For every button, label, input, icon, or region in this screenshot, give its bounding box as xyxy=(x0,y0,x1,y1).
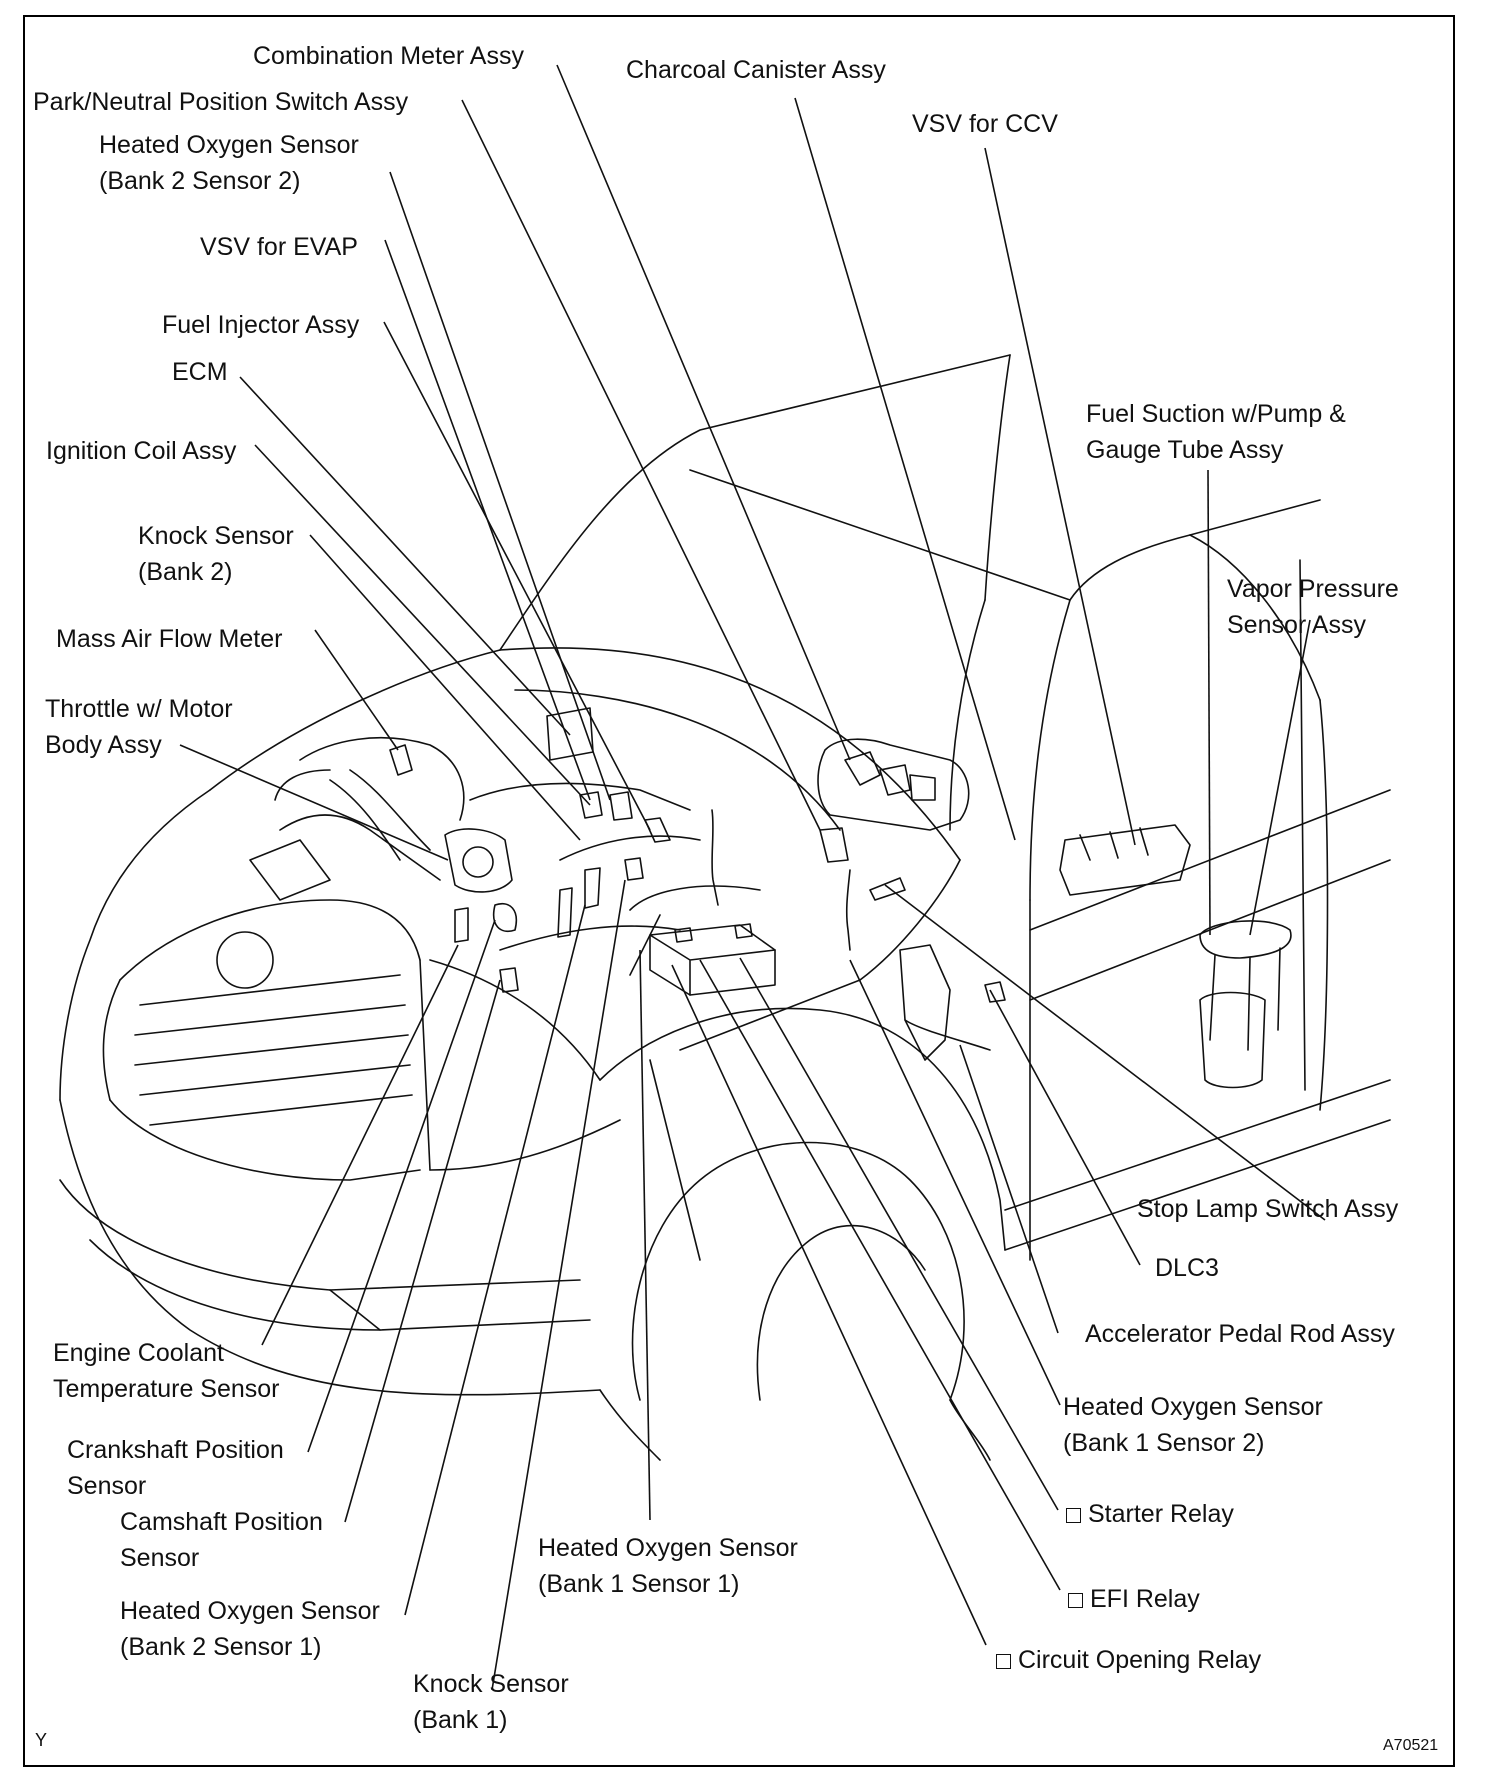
label-text: EFI Relay xyxy=(1090,1585,1200,1613)
figure-code: A70521 xyxy=(1383,1737,1439,1754)
label-text: Circuit Opening Relay xyxy=(1018,1646,1262,1674)
label-line: Crankshaft Position xyxy=(67,1436,284,1464)
label-stop-lamp-switch: Stop Lamp Switch Assy xyxy=(1137,1195,1399,1223)
label-line: Heated Oxygen Sensor xyxy=(1063,1393,1323,1421)
label-line: Vapor Pressure xyxy=(1227,575,1399,603)
relay-box-icon xyxy=(1068,1593,1083,1608)
label-efi-relay: EFI Relay xyxy=(1068,1581,1200,1617)
relay-box-icon xyxy=(996,1654,1011,1669)
label-line: (Bank 2) xyxy=(138,558,233,586)
label-line: Fuel Suction w/Pump & xyxy=(1086,400,1346,428)
label-combination-meter: Combination Meter Assy xyxy=(253,42,524,70)
label-line: Heated Oxygen Sensor xyxy=(99,131,359,159)
corner-mark: Y xyxy=(35,1730,48,1750)
label-line: Engine Coolant xyxy=(53,1339,224,1367)
label-line: Heated Oxygen Sensor xyxy=(538,1534,798,1562)
label-line: Throttle w/ Motor xyxy=(45,695,233,723)
label-vsv-ccv: VSV for CCV xyxy=(912,110,1058,138)
label-line: Heated Oxygen Sensor xyxy=(120,1597,380,1625)
label-line: Sensor xyxy=(67,1472,147,1500)
label-ecm: ECM xyxy=(172,358,228,386)
label-fuel-injector: Fuel Injector Assy xyxy=(162,311,360,339)
label-mass-air-flow-meter: Mass Air Flow Meter xyxy=(56,625,283,653)
label-line: (Bank 1 Sensor 1) xyxy=(538,1570,740,1598)
relay-box-icon xyxy=(1066,1508,1081,1523)
label-line: (Bank 2 Sensor 2) xyxy=(99,167,301,195)
label-line: Temperature Sensor xyxy=(53,1375,280,1403)
callout-lines xyxy=(179,64,1326,1691)
label-accelerator-pedal-rod: Accelerator Pedal Rod Assy xyxy=(1085,1320,1395,1348)
label-line: Camshaft Position xyxy=(120,1508,323,1536)
label-circuit-opening-relay: Circuit Opening Relay xyxy=(996,1642,1261,1678)
label-dlc3: DLC3 xyxy=(1155,1254,1219,1282)
label-line: Gauge Tube Assy xyxy=(1086,436,1284,464)
label-line: Knock Sensor xyxy=(413,1670,569,1698)
label-line: (Bank 1 Sensor 2) xyxy=(1063,1429,1265,1457)
label-vsv-evap: VSV for EVAP xyxy=(200,233,358,261)
label-ignition-coil: Ignition Coil Assy xyxy=(46,437,237,465)
label-line: Knock Sensor xyxy=(138,522,294,550)
label-line: Body Assy xyxy=(45,731,162,759)
label-line: Sensor Assy xyxy=(1227,611,1366,639)
label-starter-relay: Starter Relay xyxy=(1066,1496,1234,1532)
label-line: (Bank 1) xyxy=(413,1706,508,1734)
figure-frame xyxy=(23,15,1455,1767)
label-line: (Bank 2 Sensor 1) xyxy=(120,1633,322,1661)
label-park-neutral-switch: Park/Neutral Position Switch Assy xyxy=(33,88,409,116)
label-charcoal-canister: Charcoal Canister Assy xyxy=(626,56,886,84)
label-text: Starter Relay xyxy=(1088,1500,1234,1528)
label-line: Sensor xyxy=(120,1544,200,1572)
